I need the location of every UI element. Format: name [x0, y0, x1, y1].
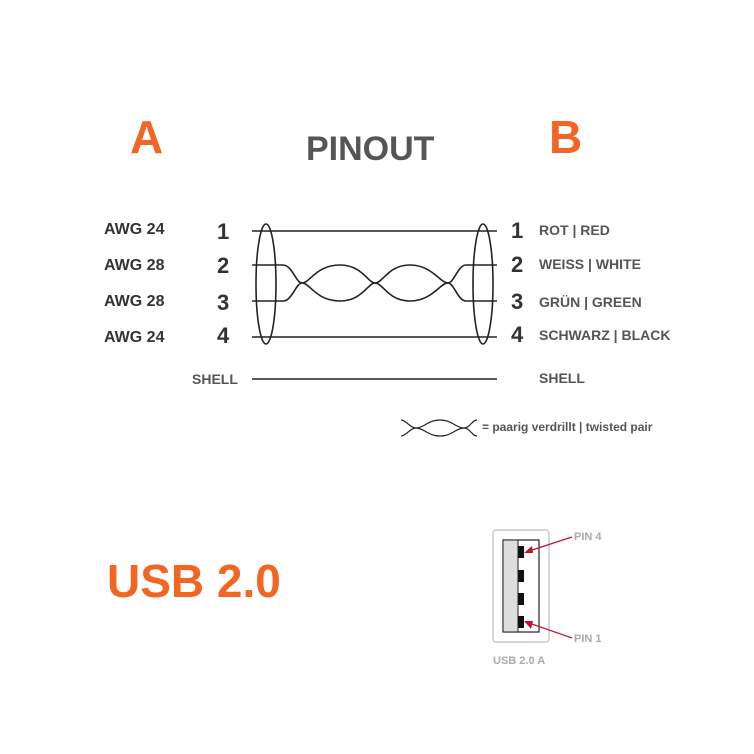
connector-caption: USB 2.0 A — [493, 655, 546, 667]
twisted-pair-legend-icon — [400, 419, 478, 437]
usb-title: USB 2.0 — [107, 555, 281, 607]
side-a-label: A — [130, 111, 164, 163]
wire-color-1: ROT | RED — [539, 222, 610, 238]
pin-a-1: 1 — [217, 219, 230, 244]
pin4-label: PIN 4 — [574, 531, 602, 543]
pin-b-3: 3 — [511, 289, 524, 314]
awg-label-4: AWG 24 — [104, 329, 165, 346]
shield-ellipse-b — [472, 223, 494, 345]
shell-label-b: SHELL — [539, 370, 585, 386]
twisted-pair-wires — [252, 264, 497, 302]
wire-color-2: WEISS | WHITE — [539, 256, 641, 272]
usb-a-connector — [492, 529, 573, 643]
shield-ellipse-a — [255, 223, 277, 345]
pin1-label: PIN 1 — [574, 633, 602, 645]
page-title: PINOUT — [306, 130, 435, 168]
shell-label-a: SHELL — [192, 371, 238, 387]
legend-text: = paarig verdrillt | twisted pair — [482, 420, 653, 434]
pin-b-2: 2 — [511, 252, 524, 277]
side-b-label: B — [549, 111, 583, 163]
awg-label-2: AWG 28 — [104, 257, 165, 274]
awg-label-3: AWG 28 — [104, 293, 165, 310]
pin-b-4: 4 — [511, 322, 524, 347]
wire-color-3: GRÜN | GREEN — [539, 294, 642, 310]
awg-label-1: AWG 24 — [104, 221, 165, 238]
pin-a-4: 4 — [217, 323, 230, 348]
pin-b-1: 1 — [511, 218, 524, 243]
pin-a-2: 2 — [217, 253, 230, 278]
pin-a-3: 3 — [217, 290, 230, 315]
wire-color-4: SCHWARZ | BLACK — [539, 327, 671, 343]
